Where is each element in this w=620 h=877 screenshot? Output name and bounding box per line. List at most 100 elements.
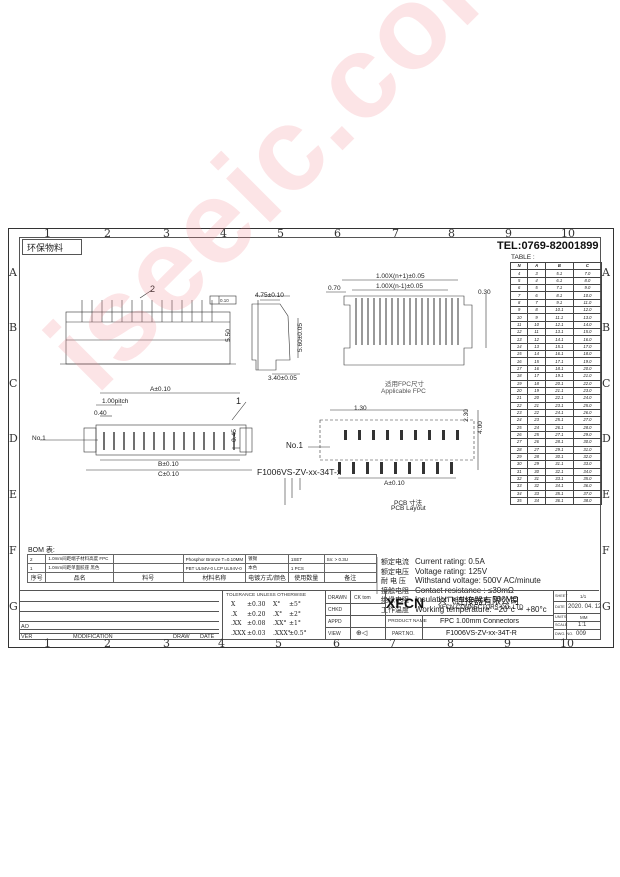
pitch-cell: 10 bbox=[527, 320, 546, 330]
bom-header-cell: 序号 bbox=[26, 572, 47, 583]
pitch-cell: 7.0 bbox=[572, 269, 603, 278]
spec-label-cn: 耐 电 压 bbox=[381, 578, 406, 586]
connector-side-outline bbox=[251, 303, 291, 371]
pitch-cell: 7 bbox=[527, 298, 546, 308]
tolerance-cell: ±0.30 bbox=[247, 601, 266, 608]
units-value: MM bbox=[580, 615, 588, 620]
pitch-cell: 11 bbox=[509, 320, 529, 330]
pitch-cell: 26.0 bbox=[572, 408, 603, 418]
dim-a: A±0.10 bbox=[150, 386, 171, 393]
pitch-cell: 15 bbox=[527, 357, 546, 366]
pitch-cell: 23.0 bbox=[572, 386, 603, 396]
units-label: UNITS bbox=[555, 615, 567, 619]
bom-cell: 1.0mm间距端子材料高度 FPC bbox=[45, 554, 115, 564]
pitch-cell: 9 bbox=[509, 306, 529, 315]
zone-row-f-right: F bbox=[602, 544, 610, 557]
bom-cell bbox=[113, 563, 184, 573]
pitch-cell: 8.0 bbox=[572, 276, 603, 286]
pcb-label-cn: PCB 寸法 bbox=[394, 500, 423, 507]
zone-row-b-left: B bbox=[9, 321, 18, 334]
rev-a0: AO bbox=[21, 624, 29, 630]
pitch-cell: 3 bbox=[527, 269, 546, 278]
pitch-cell: 11 bbox=[527, 328, 546, 337]
pitch-table-header: N A B C bbox=[509, 261, 603, 271]
pitch-cell: 21 bbox=[509, 394, 529, 403]
spec-value-en: Current rating: 0.5A bbox=[415, 557, 485, 566]
zone-col-bottom-8: 8 bbox=[447, 637, 454, 650]
zone-col-6: 6 bbox=[334, 227, 341, 240]
pitch-cell: 8 bbox=[527, 306, 546, 315]
dim-340: 3.40±0.05 bbox=[268, 375, 297, 382]
bom-cell: Phosphor Bronze T=0.10MM bbox=[182, 554, 247, 564]
pitch-cell: 25.0 bbox=[572, 401, 603, 410]
spec-label-cn: 额定电压 bbox=[381, 568, 409, 576]
pitch-cell: 24.1 bbox=[544, 408, 574, 418]
tolerance-cell: .X° bbox=[273, 610, 283, 618]
pitch-cell: 14 bbox=[527, 350, 546, 359]
pitch-cell: 19.1 bbox=[544, 372, 574, 381]
zone-col-7: 7 bbox=[392, 227, 399, 240]
pitch-cell: 5.1 bbox=[544, 269, 574, 278]
pitch-cell: 33.1 bbox=[544, 474, 574, 484]
tolerance-cell: X° bbox=[273, 601, 281, 608]
pitch-cell: 32.1 bbox=[544, 467, 574, 476]
zone-row-e-left: E bbox=[9, 488, 18, 501]
callout-1: 1 bbox=[236, 396, 242, 406]
zone-col-2: 2 bbox=[104, 227, 111, 240]
pitch-cell: 27.0 bbox=[572, 416, 603, 425]
pitch-cell: 32 bbox=[509, 474, 529, 484]
zone-col-bottom-6: 6 bbox=[333, 637, 340, 650]
pitch-cell: 4 bbox=[509, 269, 529, 278]
pitch-cell: 15 bbox=[509, 350, 529, 359]
bom-cell bbox=[323, 563, 378, 573]
pitch-cell: 30.0 bbox=[572, 438, 603, 447]
pitch-cell: 24 bbox=[509, 416, 529, 425]
dim-550: 5.50 bbox=[224, 329, 232, 342]
drawing-sheet-border bbox=[8, 228, 614, 648]
bom-cell: 1 PCS bbox=[287, 563, 325, 573]
pitch-cell: 17.0 bbox=[572, 342, 603, 352]
zone-row-g-right: G bbox=[602, 600, 611, 613]
pitch-cell: 20.1 bbox=[544, 379, 574, 388]
appd-label: APPD bbox=[328, 619, 342, 625]
zone-col-3: 3 bbox=[163, 227, 170, 240]
pitch-cell: 5 bbox=[509, 276, 529, 286]
pcb-dim-230: 2.30 bbox=[462, 409, 470, 422]
spec-value-en: Working temperature: −20°c ∼ +80°c bbox=[415, 604, 547, 614]
product-name: FPC 1.00mm Connectors bbox=[440, 618, 519, 625]
tolerance-row: .XXX±0.03.XXX°±0.5° bbox=[231, 630, 315, 637]
bom-header-cell: 备注 bbox=[323, 572, 378, 583]
front-contacts bbox=[81, 300, 213, 322]
pitch-cell: 30 bbox=[527, 467, 546, 476]
rev-date: DATE bbox=[200, 634, 215, 640]
pitch-cell: 38.0 bbox=[572, 496, 603, 506]
pitch-cell: 33 bbox=[527, 489, 546, 499]
pitch-cell: 32 bbox=[527, 482, 546, 491]
date-value: 2020. 04. 12 bbox=[568, 604, 602, 610]
pitch-cell: 31 bbox=[509, 467, 529, 476]
pitch-cell: 30 bbox=[509, 460, 529, 469]
scale-value: 1:1 bbox=[578, 622, 587, 628]
sheet-info-area: SHEET 1/1 DATE 2020. 04. 12 UNITS MM SCA… bbox=[553, 591, 602, 639]
pitch-cell: 16.0 bbox=[572, 335, 603, 344]
fpc-dim-mid: 1.00X(n-1)±0.05 bbox=[376, 283, 423, 290]
